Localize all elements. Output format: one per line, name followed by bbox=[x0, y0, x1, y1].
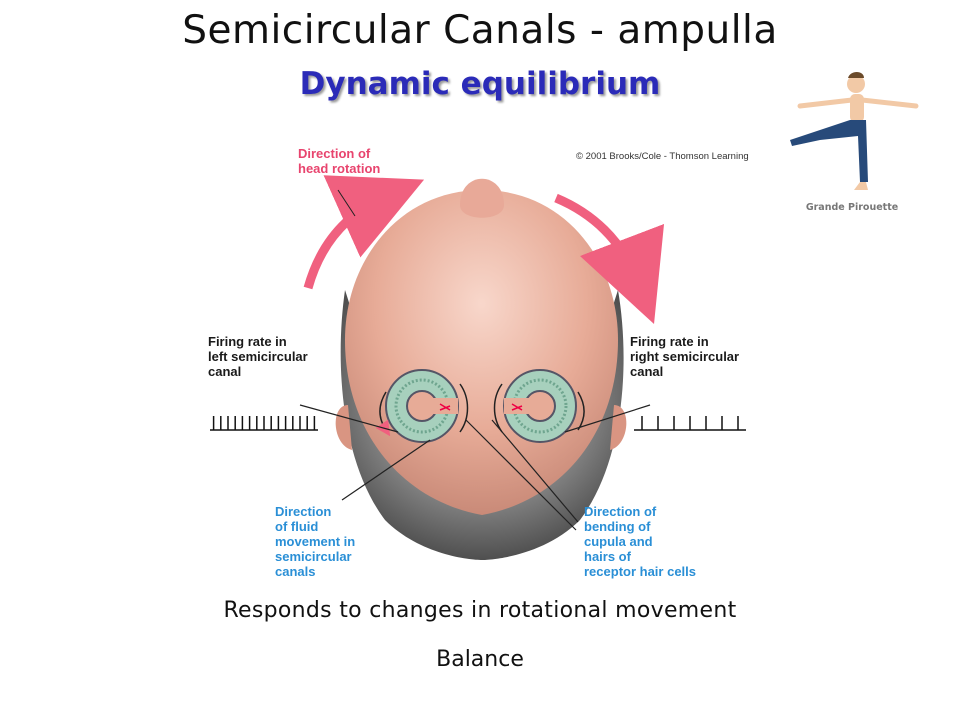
head-rotation-label: Direction of head rotation bbox=[298, 146, 381, 176]
caption-rotational-movement: Responds to changes in rotational moveme… bbox=[223, 598, 737, 623]
page-subtitle: Dynamic equilibrium bbox=[299, 66, 661, 102]
left-firing-label: Firing rate in left semicircular canal bbox=[208, 334, 308, 379]
caption-balance: Balance bbox=[436, 647, 524, 672]
right-canal bbox=[493, 369, 585, 443]
copyright-text: © 2001 Brooks/Cole - Thomson Learning bbox=[576, 151, 749, 162]
head-rotation-leader bbox=[337, 189, 356, 217]
right-firing-trace bbox=[634, 416, 746, 431]
right-firing-label: Firing rate in right semicircular canal bbox=[630, 334, 740, 379]
dancer-caption: Grande Pirouette bbox=[805, 202, 899, 213]
cupula-bending-label: Direction of bending of cupula and hairs… bbox=[584, 504, 696, 579]
left-canal bbox=[375, 369, 469, 443]
dancer-icon bbox=[790, 72, 919, 190]
page-title: Semicircular Canals - ampulla bbox=[182, 8, 778, 53]
left-firing-trace bbox=[210, 416, 318, 431]
left-rotation-arrow bbox=[303, 175, 425, 290]
right-rotation-arrow bbox=[554, 193, 665, 325]
nose bbox=[460, 178, 504, 218]
fluid-movement-label: Direction of fluid movement in semicircu… bbox=[275, 504, 356, 579]
